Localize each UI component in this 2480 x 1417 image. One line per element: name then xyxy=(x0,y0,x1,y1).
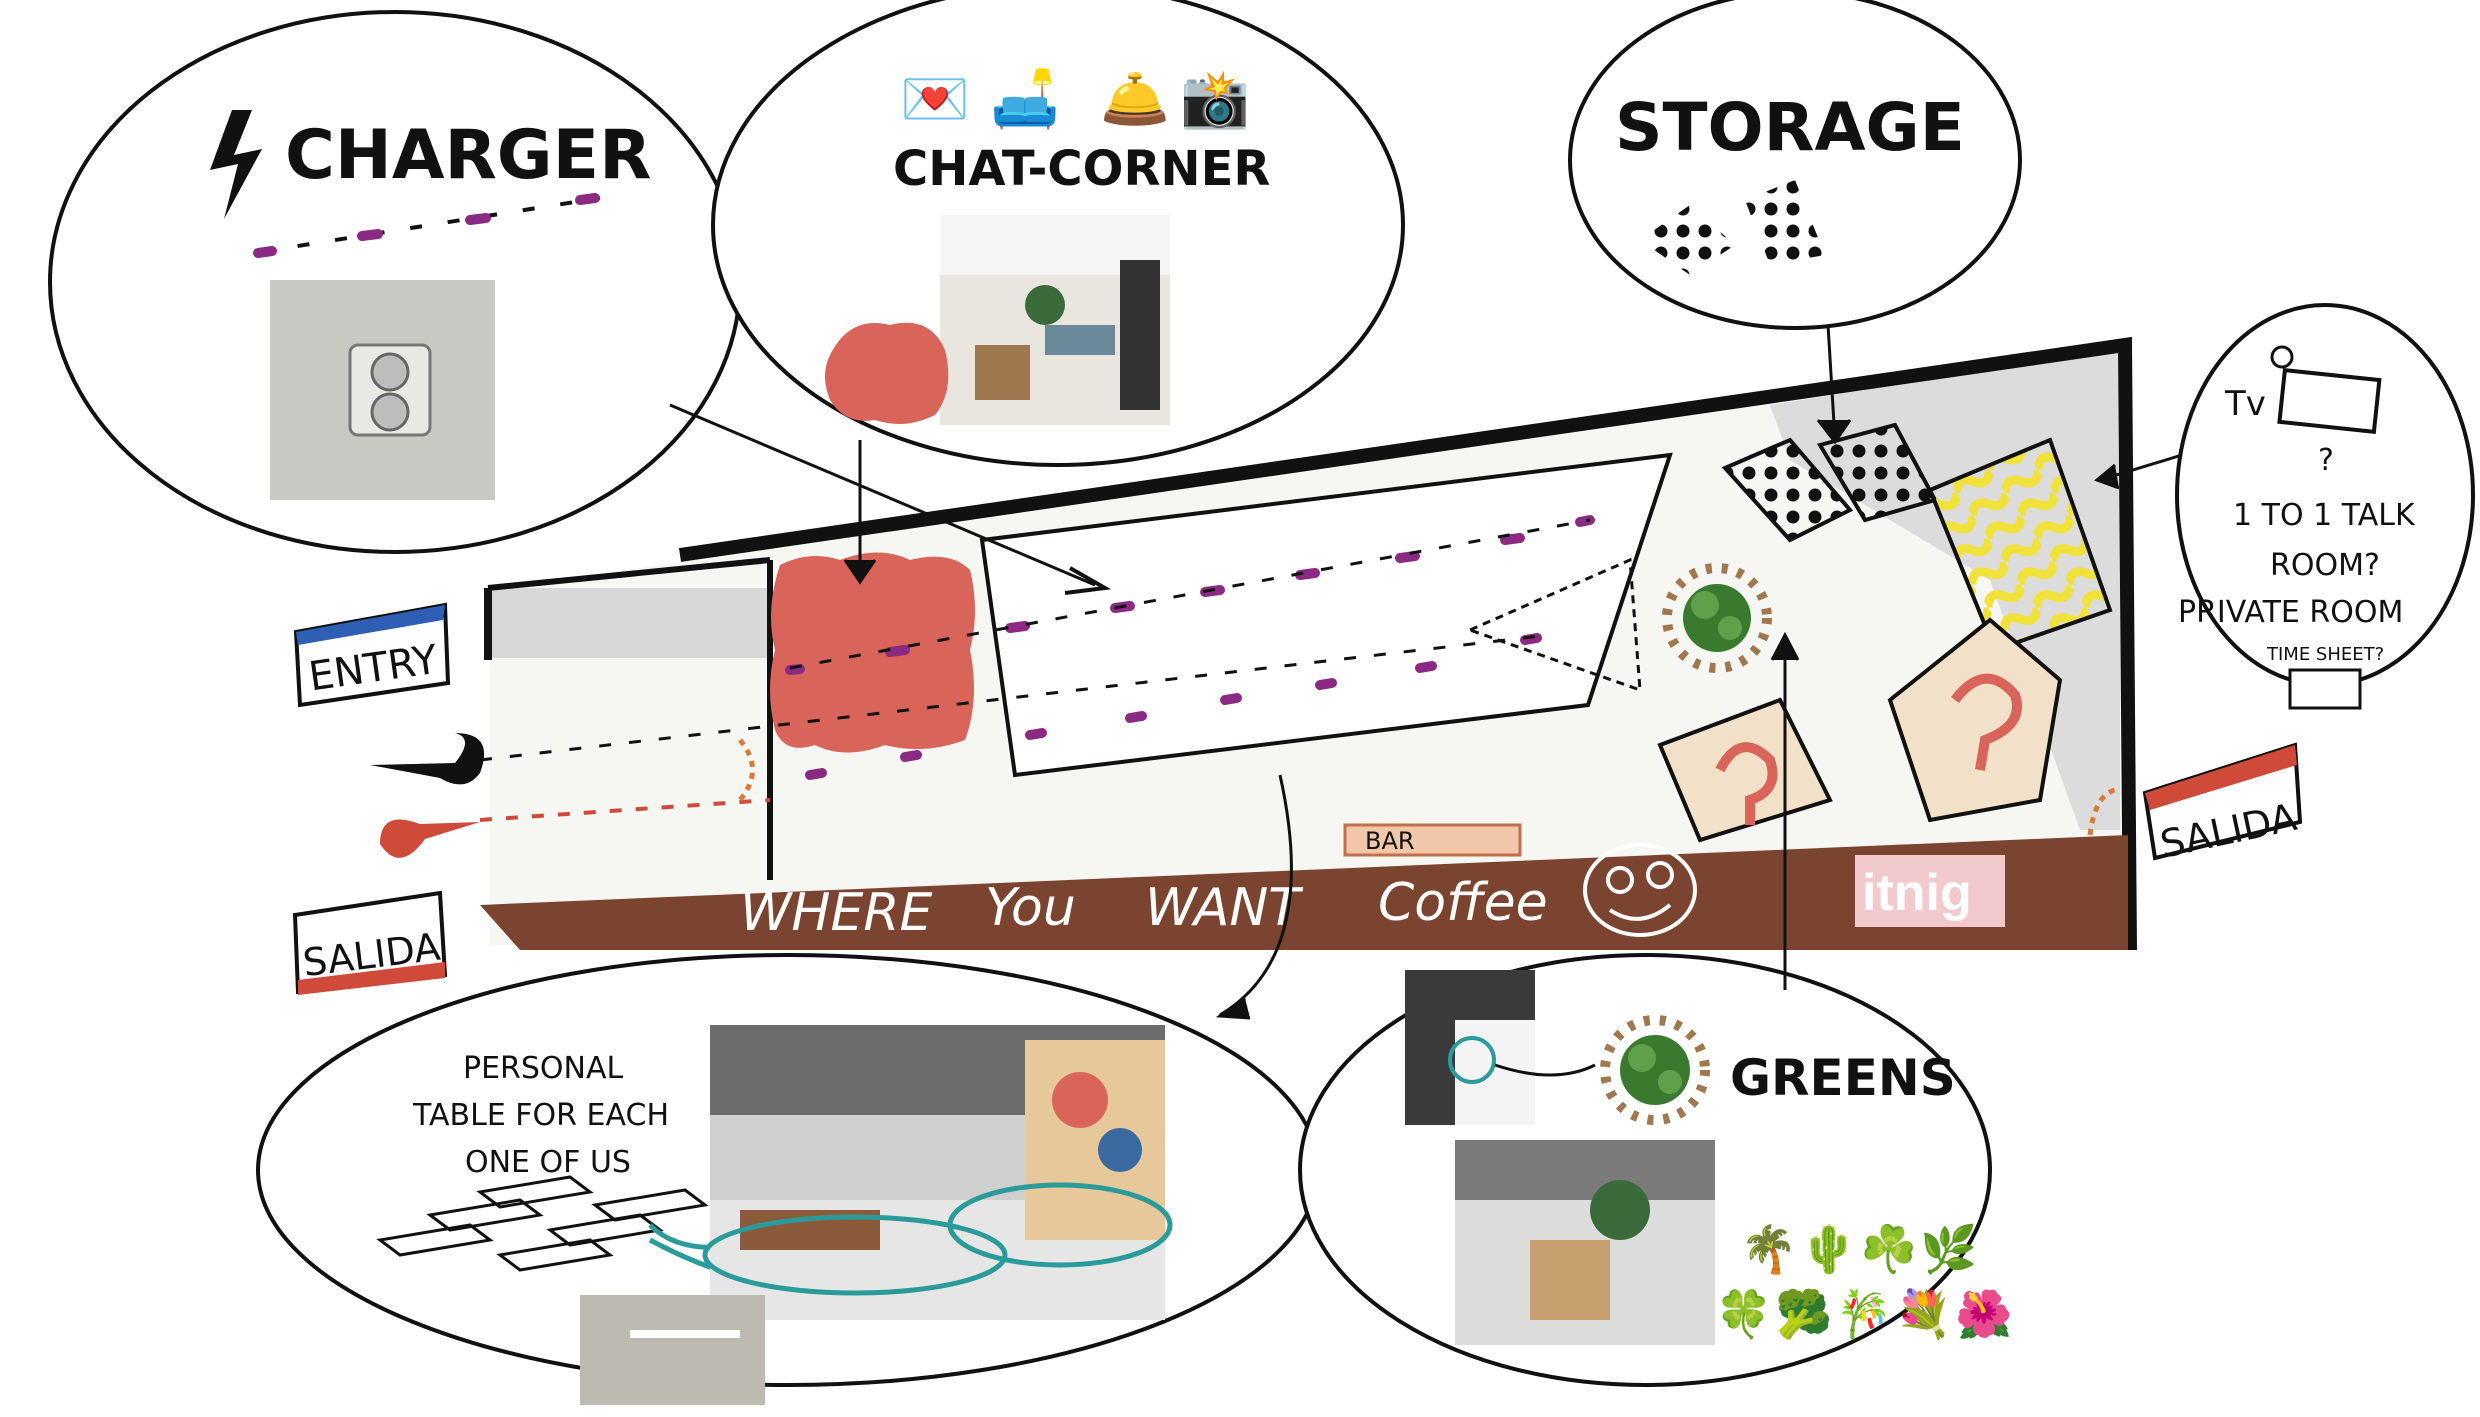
brand-box xyxy=(1855,855,2005,927)
greens-photo-bottom xyxy=(1455,1140,1715,1345)
storage-title: STORAGE xyxy=(1615,89,1965,166)
greens-emoji-1: 🌴 xyxy=(1740,1223,1797,1276)
tables-sketch xyxy=(376,1175,709,1272)
top-wall xyxy=(678,336,2137,951)
salida-sign-right: SALIDA xyxy=(2142,742,2303,867)
teal-highlight-2 xyxy=(947,1182,1173,1268)
slogan-word-1: WHERE xyxy=(740,883,933,943)
lounge-rug-2 xyxy=(1887,617,2063,823)
storage-bubble: STORAGE xyxy=(1568,0,2022,330)
private-room-bubble: Tv ? 1 TO 1 TALK ROOM? PRIVATE ROOM TIME… xyxy=(2175,303,2475,710)
teal-highlight-1 xyxy=(702,1214,1008,1296)
chat-coral-blob xyxy=(825,322,949,424)
lounge-chair-2 xyxy=(1951,673,2022,771)
brand-text: itnig xyxy=(1862,864,1972,922)
lightning-icon xyxy=(210,110,262,219)
yellow-rug xyxy=(1927,437,2113,653)
personal-arrowhead xyxy=(1215,996,1251,1020)
bar-sign-box xyxy=(1343,823,1522,857)
chat-arrowhead xyxy=(843,559,877,585)
slogan-word-3: WANT xyxy=(1145,878,1304,938)
personal-line3: ONE OF US xyxy=(465,1145,631,1180)
chat-emoji-3: 🛎️ xyxy=(1100,67,1170,130)
greens-emoji-3: ☘️ xyxy=(1860,1223,1917,1276)
tv-question: ? xyxy=(2318,443,2334,478)
entry-arrow xyxy=(370,733,485,785)
personal-line2: TABLE FOR EACH xyxy=(412,1098,669,1133)
greens-emoji-2: 🌵 xyxy=(1800,1223,1857,1276)
talk-room-line2: ROOM? xyxy=(2270,548,2380,583)
entry-sign: ENTRY xyxy=(293,602,451,708)
central-table-zone xyxy=(979,452,1673,778)
exit-path-dash xyxy=(479,798,771,822)
greens-emoji-6: 🥦 xyxy=(1775,1286,1832,1342)
charger-arrowhead xyxy=(1064,566,1112,595)
entry-top-wall xyxy=(487,557,771,591)
exit-arrow xyxy=(380,819,480,858)
coffee-face-doodle xyxy=(1583,843,1697,937)
charger-floor-photo xyxy=(270,280,495,500)
door-arc-right xyxy=(2087,787,2116,836)
storage-arrowhead xyxy=(1816,419,1852,445)
connector-lines xyxy=(669,324,2183,1077)
chat-emoji-1: 💌 xyxy=(900,67,970,130)
floor-plant xyxy=(1662,563,1772,673)
charger-title: CHARGER xyxy=(285,116,651,195)
chat-corner-rug xyxy=(770,552,975,753)
talk-room-line1: 1 TO 1 TALK xyxy=(2233,498,2416,533)
salida-sign-left: SALIDA xyxy=(292,890,448,995)
personal-line1: PERSONAL xyxy=(463,1051,624,1086)
meeting-zone-outline xyxy=(1465,557,1642,693)
charger-dotted-line xyxy=(253,193,601,258)
bar-sign-text: BAR xyxy=(1365,827,1415,855)
greens-emoji-9: 🌺 xyxy=(1955,1288,2012,1341)
charger-bubble: CHARGER xyxy=(48,10,742,554)
tv-arrowhead xyxy=(2094,463,2120,490)
greens-emoji-4: 🌿 xyxy=(1920,1223,1977,1276)
storage-icon-1 xyxy=(1640,205,1735,275)
greens-emoji-5: 🍀 xyxy=(1715,1288,1772,1341)
chat-corner-bubble: 💌 🛋️ 🛎️ 📸 CHAT-CORNER xyxy=(711,0,1405,467)
charger-connector xyxy=(669,403,1096,587)
office-photo-main xyxy=(710,1025,1165,1320)
slogan-word-2: You xyxy=(985,878,1076,938)
greens-title: GREENS xyxy=(1730,1049,1956,1107)
time-sheet-line: TIME SHEET? xyxy=(2266,644,2384,665)
chat-emoji-2: 🛋️ xyxy=(990,67,1060,131)
greens-photo-top xyxy=(1405,970,1535,1125)
coffee-counter xyxy=(480,835,2128,950)
slogan-word-4: Coffee xyxy=(1378,873,1548,933)
greens-photo-arrow xyxy=(1494,1063,1596,1077)
chat-emoji-4: 📸 xyxy=(1180,67,1250,131)
greens-bubble: GREENS 🌴 🌵 ☘️ 🌿 🍀 🥦 🎋 💐 🌺 xyxy=(1298,953,2012,1387)
greens-plant-icon xyxy=(1600,1015,1710,1125)
greens-arrowhead xyxy=(1770,631,1800,661)
slogan: WHERE You WANT Coffee xyxy=(740,873,1548,943)
chat-corner-photo xyxy=(940,215,1170,425)
lounge-rug-1 xyxy=(1657,697,1833,843)
floor-plan: BAR WHERE You WANT Coffee itnig xyxy=(370,336,2137,951)
tv-label: Tv xyxy=(2224,384,2266,424)
greens-emoji-8: 💐 xyxy=(1895,1286,1952,1342)
personal-table-bubble: PERSONAL TABLE FOR EACH ONE OF US xyxy=(256,953,1320,1405)
entry-grey-wall xyxy=(488,588,768,658)
time-sheet-icon xyxy=(2288,668,2362,710)
private-room-line: PRIVATE ROOM xyxy=(2178,595,2403,630)
charger-line-lower xyxy=(805,633,1542,780)
chat-corner-title: CHAT-CORNER xyxy=(893,141,1270,197)
greens-emoji-7: 🎋 xyxy=(1835,1288,1892,1341)
tv-icon xyxy=(2270,345,2382,434)
lounge-chair-1 xyxy=(1715,742,1778,825)
storage-crate-1 xyxy=(1721,437,1854,543)
storage-icon-2 xyxy=(1745,180,1825,265)
office-photo-small xyxy=(580,1295,765,1405)
